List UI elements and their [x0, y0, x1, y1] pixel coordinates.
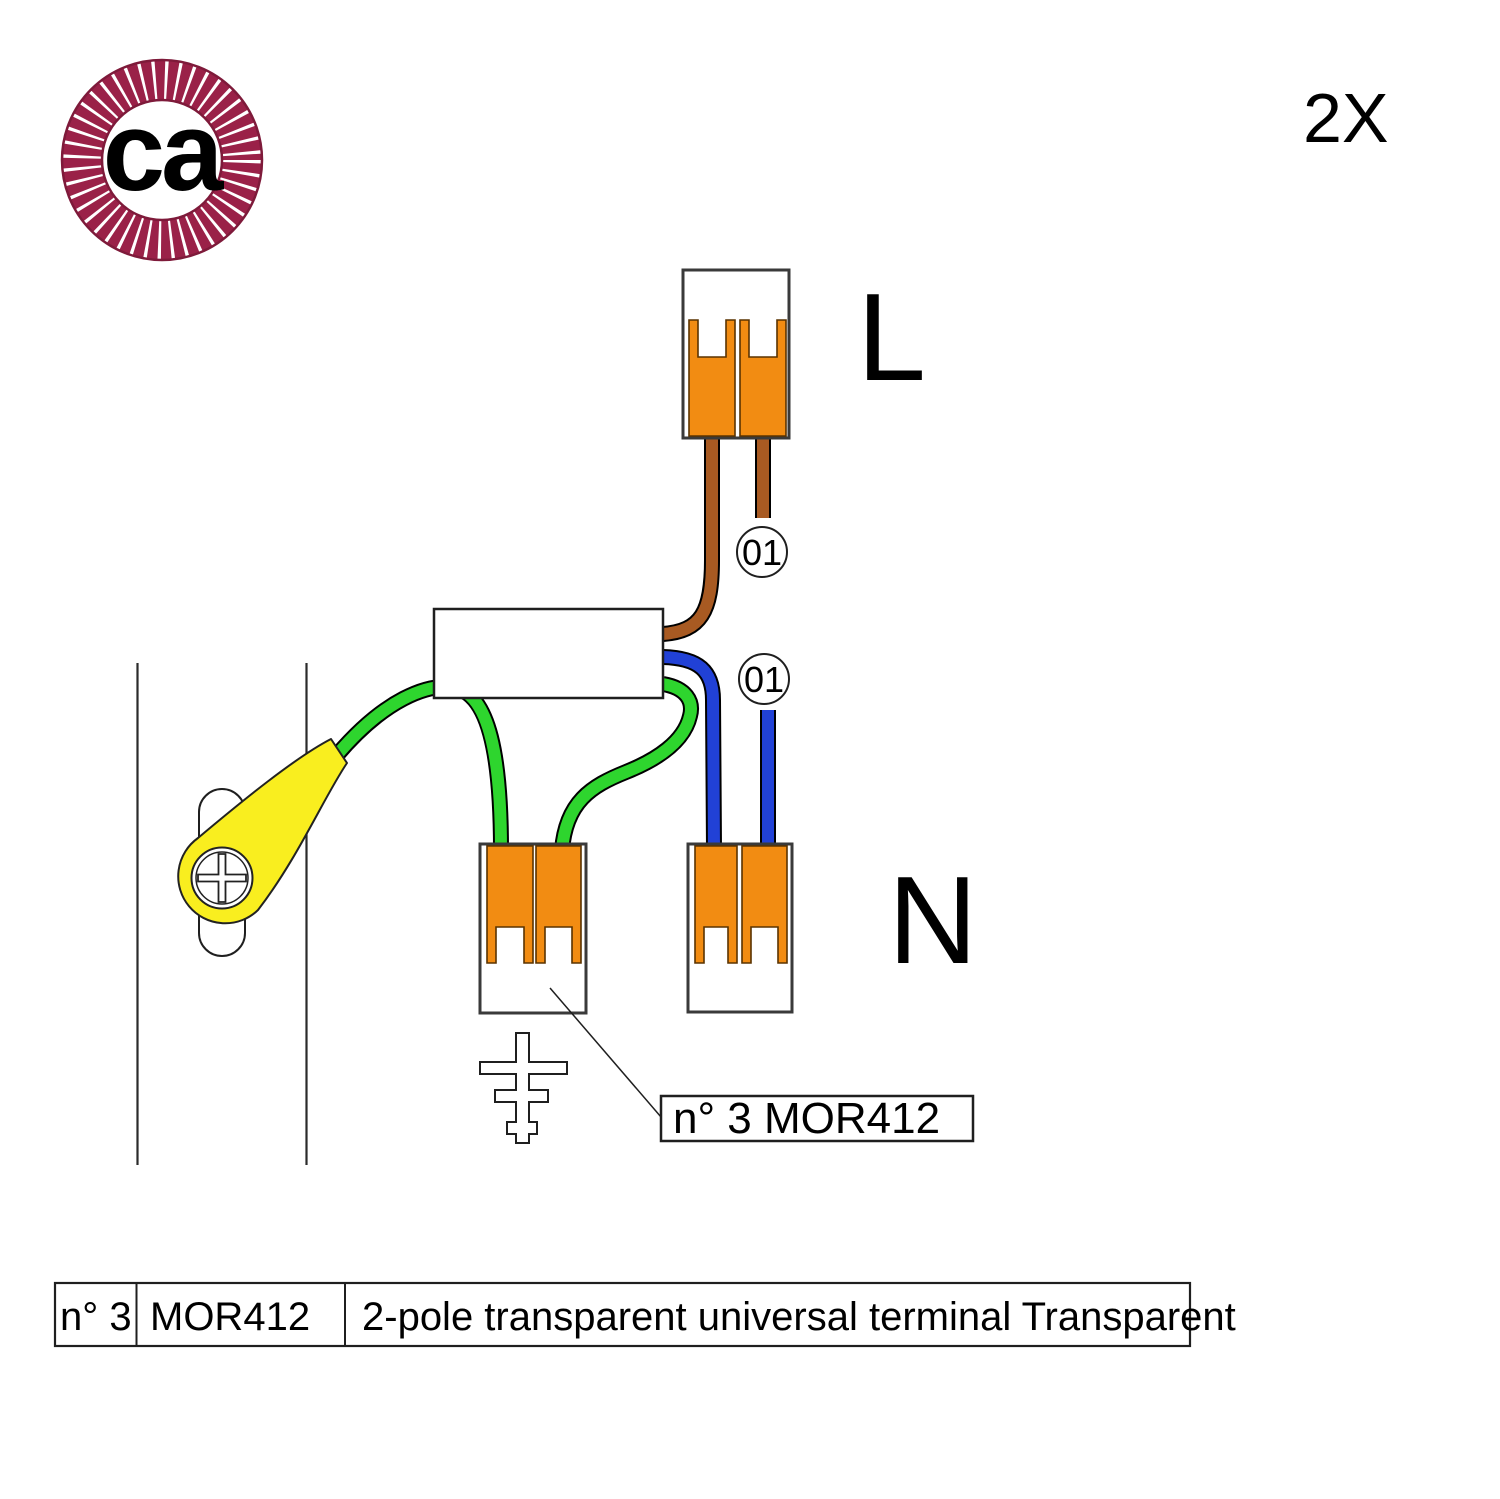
cable-tag-1: 01 [736, 526, 788, 578]
rope-outer-edge [60, 58, 264, 262]
screw-head-inner [195, 851, 249, 905]
clamp-contact [694, 845, 738, 964]
quantity-label: 2X [1303, 79, 1389, 157]
cable-tag-circle [736, 526, 788, 578]
callout-box [659, 1094, 975, 1143]
rope-inner-edge [100, 98, 224, 222]
wire-green-box [556, 678, 697, 851]
wire-brown-live [662, 430, 718, 640]
logo-text: ca [103, 89, 224, 214]
clamp-contact [688, 319, 736, 437]
cable-tag-text: 01 [742, 532, 782, 573]
phase-label: L [857, 269, 926, 407]
wires [330, 430, 776, 851]
clamp-contact [535, 845, 582, 964]
earth-ring-terminal [177, 738, 348, 925]
ground-symbol-icon [479, 1032, 568, 1144]
brand-logo: ca [60, 58, 264, 262]
callout-leader-line [549, 987, 662, 1118]
cable-tag-text: 01 [744, 659, 784, 700]
phillips-screw-icon [197, 853, 247, 903]
callout-text: n° 3 MOR412 [673, 1094, 940, 1143]
rope-strand-pattern [61, 59, 263, 261]
terminal-block-neutral [686, 842, 794, 1014]
parts-table: n° 3 MOR412 2-pole transparent universal… [53, 1281, 1236, 1348]
cable-tag-circle [738, 653, 790, 705]
clamp-contact [739, 319, 787, 437]
wire-blue-neutral [662, 651, 720, 849]
clamp-contact [486, 845, 534, 964]
component-box [432, 607, 665, 700]
callout: n° 3 MOR412 [659, 1094, 975, 1143]
parts-table-border [53, 1281, 1192, 1348]
parts-table-qty: n° 3 [60, 1295, 132, 1339]
wire-green-ring [332, 680, 507, 851]
neutral-label: N [888, 852, 978, 990]
terminal-block-earth [478, 842, 588, 1015]
terminal-block-live [681, 268, 791, 440]
cable-tag-2: 01 [738, 653, 790, 705]
parts-table-description: 2-pole transparent universal terminal Tr… [362, 1295, 1236, 1339]
clamp-contact [741, 845, 788, 964]
parts-table-code: MOR412 [150, 1295, 310, 1339]
